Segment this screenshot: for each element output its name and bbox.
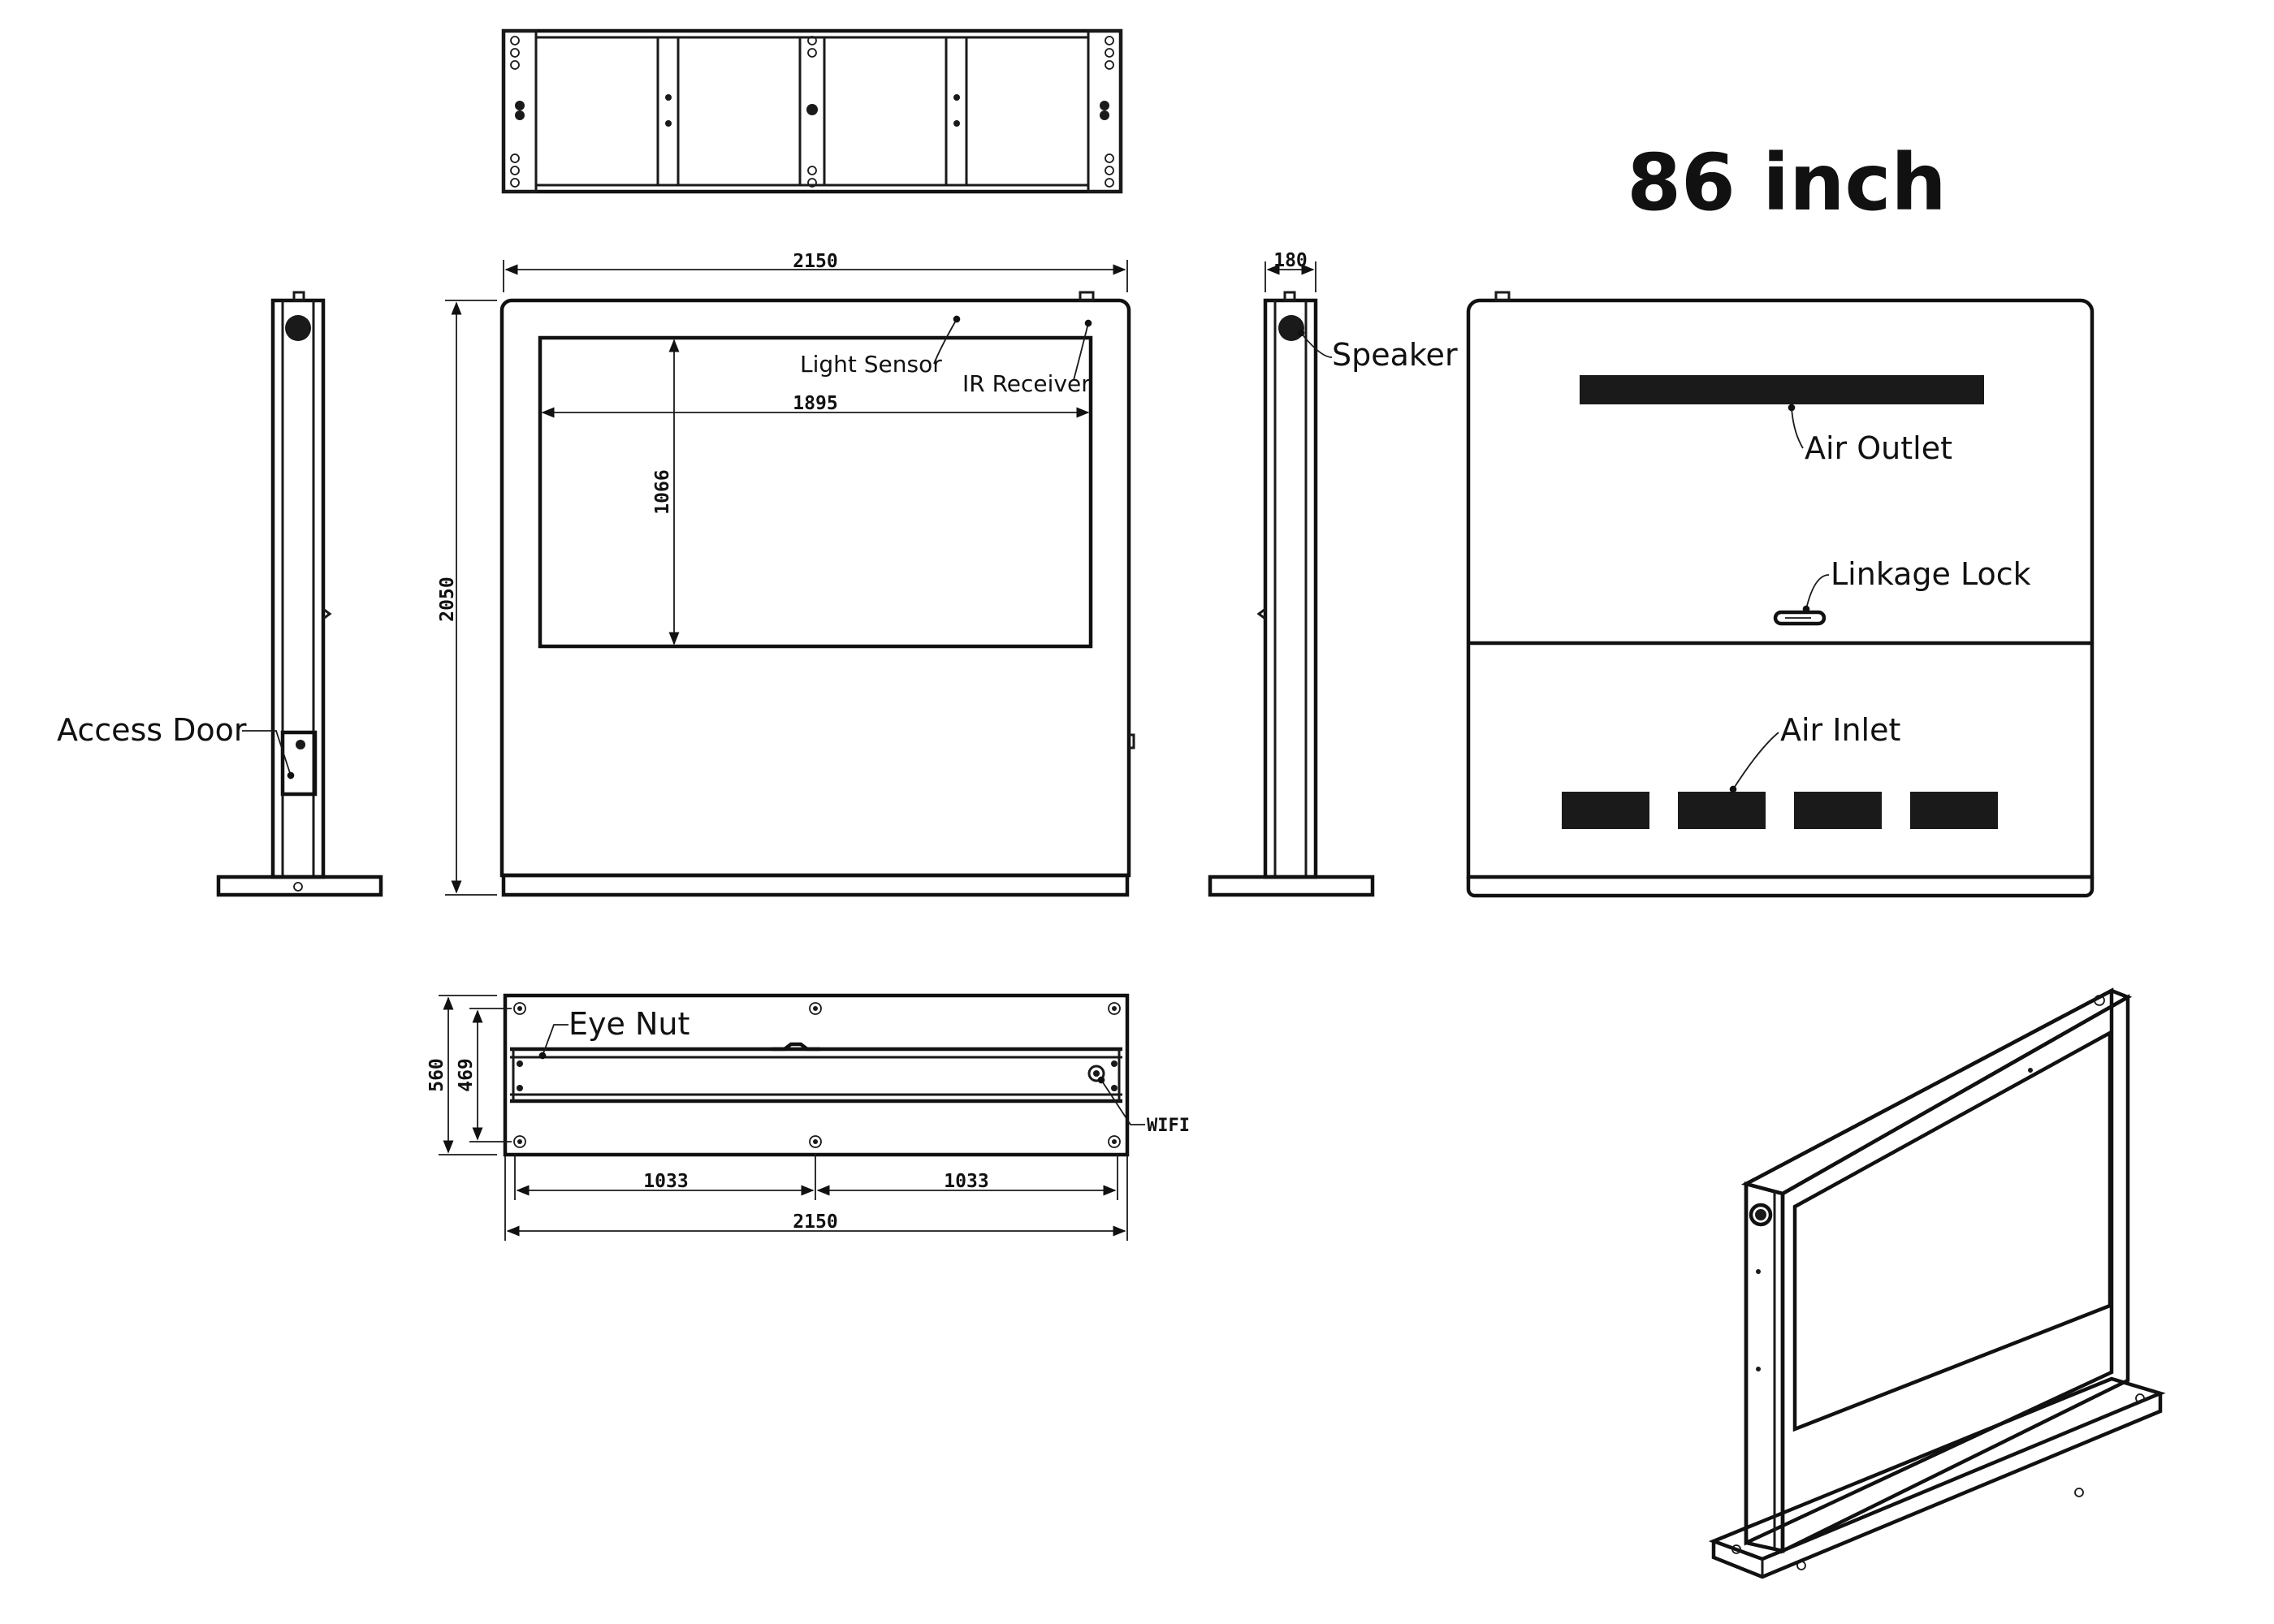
left-base <box>216 875 383 897</box>
isometric-view <box>1708 987 2166 1579</box>
top-view <box>501 28 1123 194</box>
dim-overall-height: 2050 <box>437 577 458 621</box>
sensor-callouts: Light Sensor IR Receiver <box>800 315 1092 397</box>
bottom-view-bolts <box>513 1002 1121 1148</box>
front-dimensions: 2150 2050 1895 1066 <box>437 251 1128 896</box>
dim-screen-height: 1066 <box>652 469 673 514</box>
dim-half-right: 1033 <box>944 1171 988 1192</box>
dim-inner-depth: 469 <box>456 1058 477 1092</box>
air-outlet-label: Air Outlet <box>1805 430 1952 466</box>
bottom-dimensions: 560 469 1033 1033 2150 <box>426 995 1128 1241</box>
right-base <box>1208 875 1375 897</box>
air-outlet-vent <box>1580 375 1984 404</box>
ir-receiver-label: IR Receiver <box>962 370 1091 397</box>
eye-nut-label: Eye Nut <box>568 1006 690 1042</box>
bottom-view <box>503 993 1130 1157</box>
access-door-callout: Access Door <box>57 712 295 780</box>
linkage-lock-icon <box>1773 610 1827 626</box>
access-door-label: Access Door <box>57 712 247 748</box>
wifi-label: WIFI <box>1147 1116 1190 1136</box>
top-view-bolts <box>510 36 1114 188</box>
page-title: 86 inch <box>1627 137 1947 228</box>
air-inlet-vent-3 <box>1794 792 1882 829</box>
speaker-label: Speaker <box>1332 337 1458 373</box>
wifi-antenna-icon <box>1087 1065 1105 1082</box>
speaker-callout: Speaker <box>1297 329 1458 373</box>
dim-base-width: 2150 <box>793 1212 837 1233</box>
dim-base-depth: 560 <box>426 1058 447 1092</box>
light-sensor-label: Light Sensor <box>800 351 942 378</box>
air-inlet-label: Air Inlet <box>1780 712 1900 748</box>
speaker-grille-icon <box>285 315 311 341</box>
air-inlet-vent-2 <box>1678 792 1766 829</box>
dim-screen-width: 1895 <box>793 393 837 414</box>
dim-depth: 180 <box>1273 250 1308 271</box>
linkage-lock-label: Linkage Lock <box>1831 556 2031 592</box>
bottom-callouts: Eye Nut WIFI <box>538 1006 1190 1136</box>
dim-half-left: 1033 <box>643 1171 688 1192</box>
speaker-icon <box>1278 315 1304 341</box>
screen-area <box>538 335 1093 649</box>
rear-callouts: Air Outlet Linkage Lock Air Inlet <box>1729 404 2031 793</box>
air-inlet-vent-1 <box>1562 792 1649 829</box>
front-base <box>501 873 1130 897</box>
air-inlet-vent-4 <box>1910 792 1998 829</box>
access-door <box>280 730 318 797</box>
left-side-view <box>216 291 383 897</box>
dim-overall-width: 2150 <box>793 251 837 272</box>
rear-view <box>1466 291 2095 898</box>
front-view <box>499 291 1135 897</box>
